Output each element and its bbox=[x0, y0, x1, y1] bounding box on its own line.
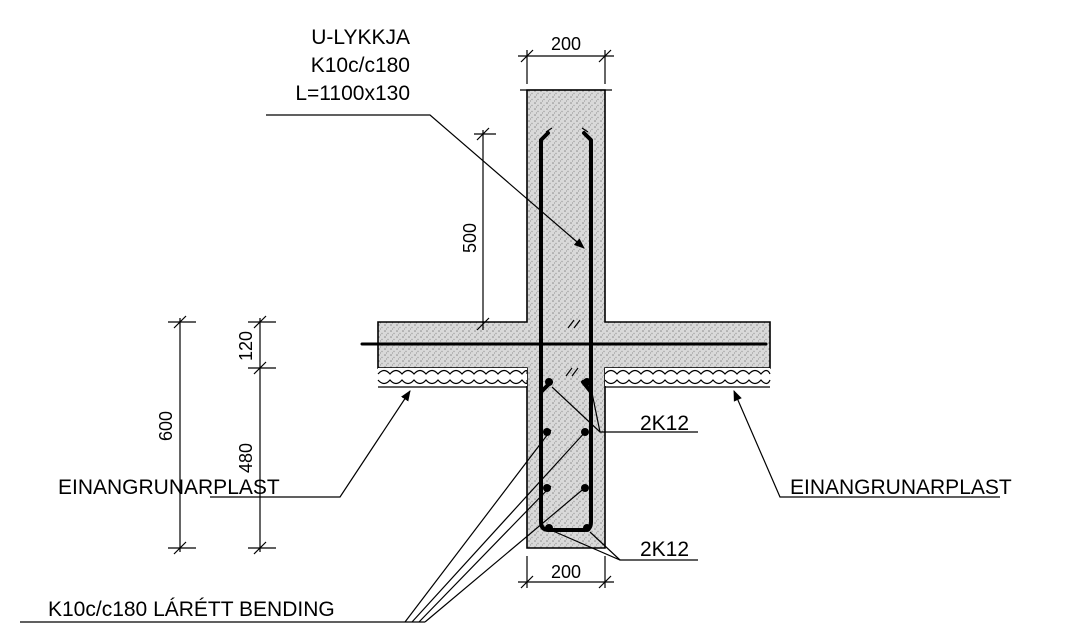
dim-600: 600 bbox=[156, 315, 196, 555]
horizontal-bending-label: K10c/c180 LÁRÉTT BENDING bbox=[48, 598, 335, 621]
u-loop-rebar bbox=[539, 127, 593, 442]
dim-120-480: 120 480 bbox=[236, 315, 276, 555]
dim-top-width-text: 200 bbox=[551, 34, 581, 54]
dim-bottom-width-text: 200 bbox=[551, 562, 581, 582]
rebar-title: U-LYKKJA bbox=[311, 26, 410, 49]
bars-middle-label: 2K12 bbox=[640, 412, 689, 435]
insulation-right-leader bbox=[733, 390, 1000, 498]
bars-bottom-label: 2K12 bbox=[640, 538, 689, 561]
concrete-wall bbox=[377, 89, 771, 549]
dim-600-text: 600 bbox=[156, 411, 176, 441]
rebar-spec: K10c/c180 bbox=[311, 54, 410, 77]
insulation-left-leader bbox=[210, 390, 411, 498]
insulation-left bbox=[377, 368, 528, 388]
break-marks bbox=[565, 319, 581, 377]
insulation-left-label: EINANGRUNARPLAST bbox=[58, 476, 280, 499]
dim-bottom-width: 200 bbox=[518, 556, 614, 589]
horizontal-bending-leaders bbox=[404, 429, 588, 623]
dim-480-text: 480 bbox=[236, 443, 256, 473]
insulation-right bbox=[604, 368, 771, 388]
insulation-right-label: EINANGRUNARPLAST bbox=[790, 476, 1012, 499]
rebar-leader bbox=[266, 114, 585, 249]
dim-500-text: 500 bbox=[460, 223, 480, 253]
rebar-length: L=1100x130 bbox=[295, 82, 410, 105]
dim-top-width: 200 bbox=[518, 34, 614, 84]
dim-120-text: 120 bbox=[236, 331, 256, 361]
dim-500: 500 bbox=[460, 127, 496, 331]
